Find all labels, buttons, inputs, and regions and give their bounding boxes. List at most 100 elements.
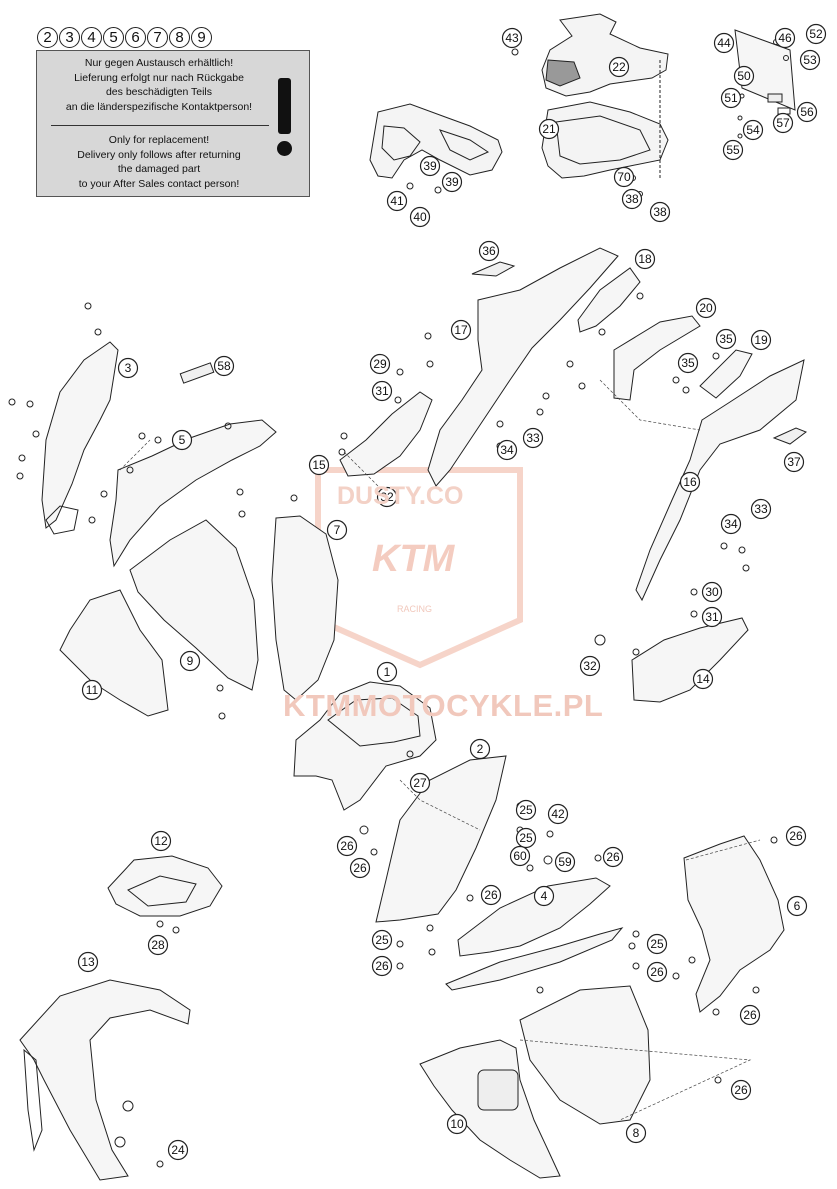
circled-number: 7 [147,27,168,48]
watermark-brand-logo: KTM [372,538,455,580]
parts-group-left-fairing [8,302,339,720]
callout-circle [419,155,441,177]
callout-label: 26 [340,839,354,853]
callout-58: 58 [213,355,235,377]
callout-70: 70 [613,166,635,188]
callout-label: 55 [726,143,740,157]
callout-label: 39 [423,159,437,173]
callout-label: 25 [519,831,533,845]
callout-label: 35 [681,356,695,370]
callout-9: 9 [179,650,201,672]
callout-circle [478,240,500,262]
callout-label: 60 [513,849,527,863]
circled-number-row: 2 3 4 5 6 7 8 9 [37,27,212,48]
callout-24: 24 [167,1139,189,1161]
callout-circle [150,830,172,852]
callout-25: 25 [515,827,537,849]
callout-15: 15 [308,454,330,476]
callout-8: 8 [625,1122,647,1144]
callout-circle [480,884,502,906]
callout-label: 25 [375,933,389,947]
callout-label: 42 [551,807,565,821]
callout-label: 8 [633,1126,640,1140]
callout-circle [720,513,742,535]
callout-label: 31 [375,384,389,398]
callout-label: 53 [803,53,817,67]
callout-label: 34 [724,517,738,531]
callout-label: 28 [151,938,165,952]
watermark-dusty: DUSTY.CO [337,482,464,510]
callout-label: 46 [778,31,792,45]
callout-circle [554,851,576,873]
callout-circle [805,23,827,45]
callout-circle [646,961,668,983]
callout-label: 37 [787,455,801,469]
callout-6: 6 [786,895,808,917]
notice-line: Nur gegen Austausch erhältlich! [84,57,234,69]
callout-circle [386,190,408,212]
callout-circle [326,519,348,541]
callout-circle [799,49,821,71]
circled-number: 4 [81,27,102,48]
callout-26: 26 [349,857,371,879]
callout-label: 26 [606,850,620,864]
callout-label: 34 [500,443,514,457]
callout-label: 26 [484,888,498,902]
callout-circle [369,353,391,375]
callout-41: 41 [386,190,408,212]
callout-circle [733,65,755,87]
callout-label: 44 [717,36,731,50]
callout-40: 40 [409,206,431,228]
callout-34: 34 [496,439,518,461]
callout-circle [371,380,393,402]
callout-38: 38 [649,201,671,223]
callout-35: 35 [677,352,699,374]
callout-label: 33 [754,502,768,516]
callout-33: 33 [750,498,772,520]
callout-label: 25 [519,803,533,817]
callout-label: 11 [86,683,99,697]
callout-circle [701,606,723,628]
callout-circle [77,951,99,973]
callout-11: 11 [81,679,103,701]
callout-label: 10 [450,1117,464,1131]
callout-circle [522,427,544,449]
callout-label: 5 [179,433,186,447]
callout-10: 10 [446,1113,468,1135]
circled-number: 8 [169,27,190,48]
notice-line: the damaged part [117,163,201,176]
callout-circle [730,1079,752,1101]
callout-label: 25 [650,937,664,951]
callout-55: 55 [722,139,744,161]
callout-51: 51 [720,87,742,109]
callout-label: 7 [334,523,341,537]
callout-label: 22 [612,60,626,74]
callout-label: 9 [187,654,194,668]
callout-circle [533,885,555,907]
callout-circle [796,101,818,123]
callout-circle [722,139,744,161]
parts-group-top-right [734,29,796,139]
callout-4: 4 [533,885,555,907]
parts-group-top [369,13,669,197]
callout-59: 59 [554,851,576,873]
callout-25: 25 [515,799,537,821]
callout-50: 50 [733,65,755,87]
callout-circle [649,201,671,223]
exclamation-mark-icon [278,78,291,134]
callout-circle [679,471,701,493]
callout-25: 25 [371,929,393,951]
callout-circle [634,248,656,270]
parts-group-lower-fairing [19,835,785,1181]
callout-label: 16 [683,475,697,489]
callout-34: 34 [720,513,742,535]
circled-number: 2 [37,27,58,48]
callout-circle [371,955,393,977]
callout-circle [602,846,624,868]
callout-label: 38 [653,205,667,219]
callout-26: 26 [785,825,807,847]
circled-number: 3 [59,27,80,48]
callout-label: 58 [217,359,231,373]
callout-label: 6 [794,899,801,913]
callout-label: 3 [125,361,132,375]
